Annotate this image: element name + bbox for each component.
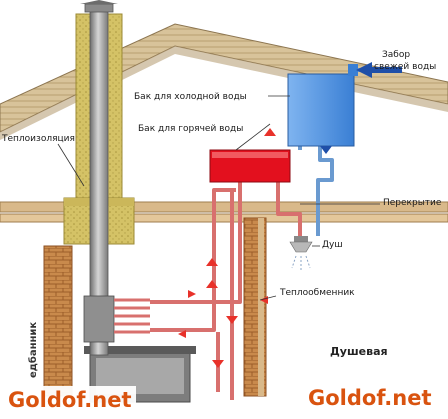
label-fresh-intake-1: Забор [382, 50, 411, 60]
cold-water-tank [287, 64, 358, 147]
watermark-right: Goldof.net [304, 384, 436, 412]
watermark-left: Goldof.net [4, 386, 136, 414]
ceiling-slab [0, 197, 448, 245]
label-fresh-intake-2: свежей воды [374, 62, 437, 72]
flow-arrow-icon [178, 128, 276, 368]
label-steam-room: едбанник [28, 321, 39, 378]
brick-walls [43, 217, 267, 397]
label-cold-tank: Бак для холодной воды [134, 92, 247, 102]
label-insulation: Теплоизоляция [2, 134, 75, 144]
label-ceiling: Перекрытие [383, 198, 442, 208]
hot-water-tank [209, 149, 291, 183]
shower-head-icon [289, 236, 313, 270]
label-hot-tank: Бак для горячей воды [138, 124, 244, 134]
label-shower-room: Душевая [330, 345, 388, 358]
heat-exchanger-coil [114, 298, 150, 334]
label-leader-lines [57, 95, 380, 301]
label-heat-exchanger: Теплообменник [280, 288, 355, 298]
chimney-pipe [80, 0, 118, 356]
roof [0, 23, 448, 140]
label-shower-head: Душ [322, 240, 343, 250]
flow-arrow-icon [320, 62, 402, 154]
